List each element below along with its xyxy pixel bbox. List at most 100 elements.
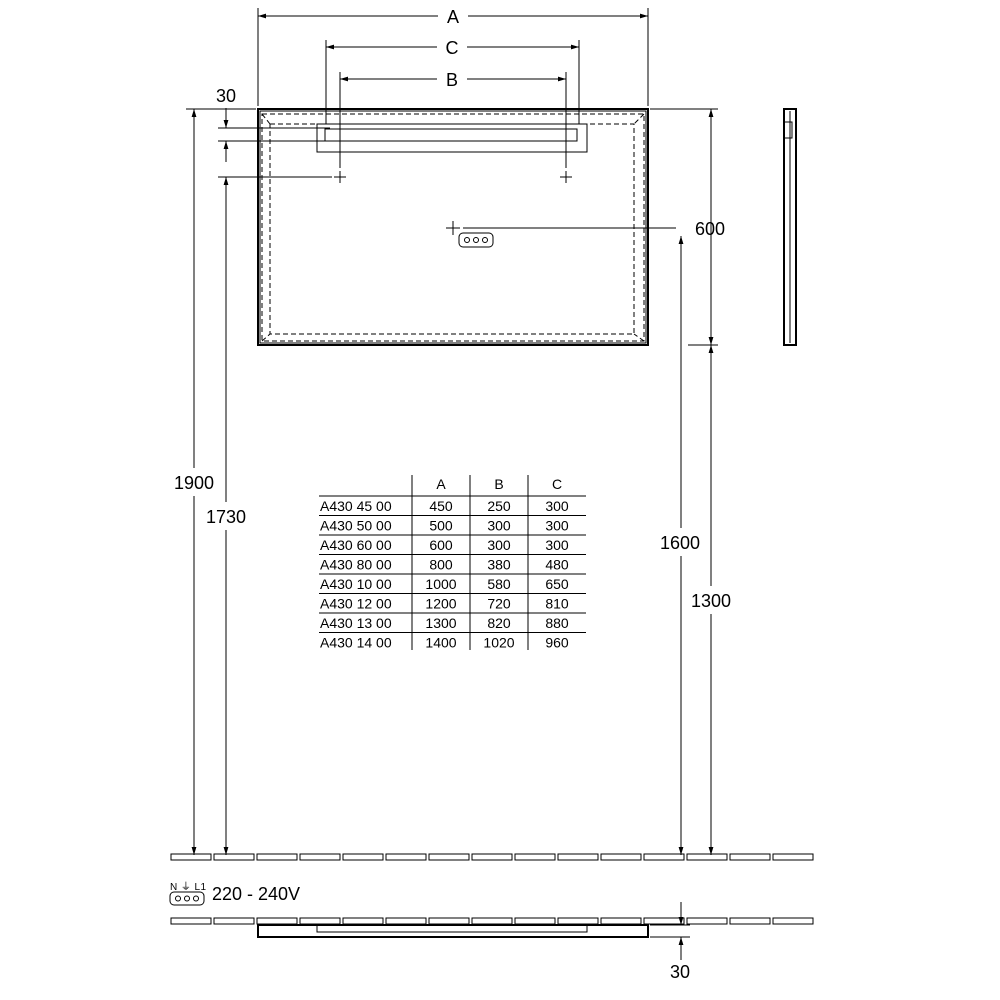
table-value-cell: 500 — [429, 518, 453, 534]
table-model-cell: A430 12 00 — [320, 596, 392, 612]
floor-tile — [772, 917, 814, 925]
floor-tile — [428, 917, 470, 925]
mounting-hole-right — [560, 171, 572, 183]
table-model-cell: A430 60 00 — [320, 537, 392, 553]
floor-tile — [170, 853, 212, 861]
table-value-cell: 380 — [487, 557, 511, 573]
bottom-offset-label: 30 — [670, 962, 690, 982]
table-value-cell: 1000 — [425, 576, 456, 592]
floor-tile — [385, 853, 427, 861]
table-value-cell: 300 — [545, 537, 569, 553]
table-value-cell: 960 — [545, 635, 569, 651]
floor-tile — [557, 853, 599, 861]
floor-tile — [557, 917, 599, 925]
dimension-c-label: C — [446, 38, 459, 58]
terminal-label: N ⏚ L1 — [170, 881, 206, 893]
floor-tile — [643, 917, 685, 925]
connection-point — [446, 221, 460, 235]
table-value-cell: 1400 — [425, 635, 456, 651]
table-value-cell: 880 — [545, 615, 569, 631]
total-height-label: 1900 — [174, 473, 214, 493]
center-height-label: 1600 — [660, 533, 700, 553]
floor-tile — [213, 853, 255, 861]
mirror-plan-view — [257, 924, 649, 938]
table-model-cell: A430 13 00 — [320, 615, 392, 631]
table-model-cell: A430 80 00 — [320, 557, 392, 573]
floor-tile — [471, 853, 513, 861]
floor-tile — [772, 853, 814, 861]
dimension-a: A — [257, 7, 649, 106]
floor-tile — [213, 917, 255, 925]
dimension-total-height: 1900 — [174, 108, 256, 855]
floor-tile — [299, 917, 341, 925]
table-model-cell: A430 50 00 — [320, 518, 392, 534]
table-value-cell: 300 — [487, 537, 511, 553]
floor-tile — [342, 853, 384, 861]
top-offset-label: 30 — [216, 86, 236, 106]
floor-tile — [471, 917, 513, 925]
floor-tile — [514, 853, 556, 861]
floor-tile — [686, 917, 728, 925]
voltage-label: 220 - 240V — [212, 884, 300, 904]
table-value-cell: 820 — [487, 615, 511, 631]
table-header-cell: A — [436, 476, 446, 492]
table-value-cell: 250 — [487, 498, 511, 514]
table-value-cell: 300 — [545, 498, 569, 514]
table-model-cell: A430 14 00 — [320, 635, 392, 651]
floor-tile — [256, 853, 298, 861]
floor-tile — [686, 853, 728, 861]
mirror-side-view — [783, 108, 797, 346]
floor-tile — [600, 853, 642, 861]
dimension-b: B — [339, 70, 567, 168]
table-value-cell: 580 — [487, 576, 511, 592]
floor-tile — [514, 917, 556, 925]
table-value-cell: 1020 — [483, 635, 514, 651]
table-value-cell: 300 — [545, 518, 569, 534]
table-header-cell: B — [494, 476, 503, 492]
table-value-cell: 480 — [545, 557, 569, 573]
mirror-height-label: 600 — [695, 219, 725, 239]
power-connection: N ⏚ L1 220 - 240V — [169, 881, 300, 906]
hole-height-label: 1730 — [206, 507, 246, 527]
dimension-center-height: 1600 — [660, 236, 700, 855]
dimension-bottom-height: 1300 — [691, 345, 731, 855]
table-model-cell: A430 10 00 — [320, 576, 392, 592]
floor-tile — [643, 853, 685, 861]
bottom-height-label: 1300 — [691, 591, 731, 611]
table-model-cell: A430 45 00 — [320, 498, 392, 514]
table-value-cell: 1300 — [425, 615, 456, 631]
dimension-mirror-height: 600 — [463, 108, 725, 346]
table-header-cell: C — [552, 476, 562, 492]
floor-tile — [170, 917, 212, 925]
dimension-bottom-offset: 30 — [650, 902, 690, 982]
dimension-b-label: B — [446, 70, 458, 90]
dimension-top-offset: 30 — [216, 86, 330, 162]
floor-tile — [342, 917, 384, 925]
floor-line-plan — [170, 917, 814, 925]
floor-tile — [299, 853, 341, 861]
table-value-cell: 720 — [487, 596, 511, 612]
light-bar — [316, 123, 588, 153]
table-value-cell: 810 — [545, 596, 569, 612]
table-value-cell: 650 — [545, 576, 569, 592]
floor-tile — [729, 917, 771, 925]
table-value-cell: 1200 — [425, 596, 456, 612]
floor-tile — [385, 917, 427, 925]
mirror-front-view — [257, 108, 649, 346]
floor-tile — [600, 917, 642, 925]
table-value-cell: 450 — [429, 498, 453, 514]
power-connector-icon — [169, 891, 205, 906]
floor-tile — [256, 917, 298, 925]
mounting-hole-left — [334, 171, 346, 183]
dimension-a-label: A — [447, 7, 459, 27]
table-value-cell: 600 — [429, 537, 453, 553]
table-value-cell: 300 — [487, 518, 511, 534]
floor-tile — [428, 853, 470, 861]
table-value-cell: 800 — [429, 557, 453, 573]
floor-tile — [729, 853, 771, 861]
dimension-hole-height: 1730 — [206, 176, 332, 855]
floor-line-front — [170, 853, 814, 861]
connector-block-icon — [458, 232, 494, 248]
